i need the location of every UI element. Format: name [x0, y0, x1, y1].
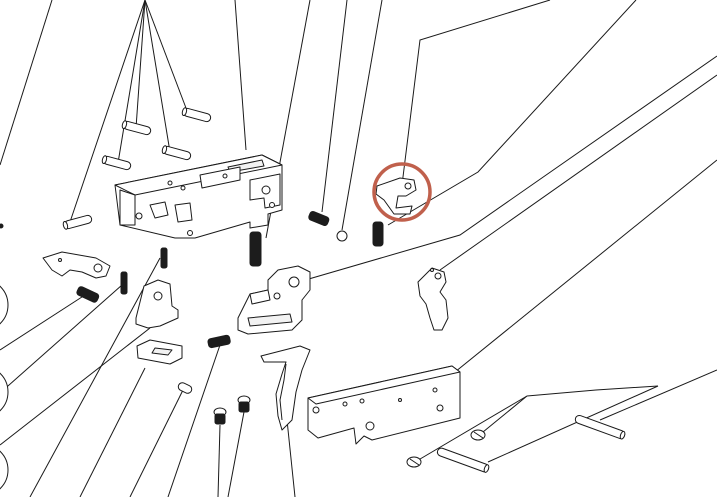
- trigger-bar: [417, 267, 449, 331]
- callout-line: [401, 0, 551, 186]
- callout-line: [341, 0, 383, 231]
- pin: [121, 120, 152, 136]
- disconnector: [42, 251, 111, 279]
- side-plate: [307, 365, 461, 445]
- highlight-ring: [372, 162, 432, 222]
- callout-line: [217, 424, 221, 497]
- trigger: [260, 345, 311, 431]
- screw: [213, 407, 227, 425]
- spring-thin-b: [120, 271, 128, 295]
- callout-line: [294, 55, 717, 284]
- pin: [62, 214, 93, 230]
- callout-line: [0, 327, 151, 446]
- pin: [161, 145, 192, 161]
- spring-left: [76, 286, 100, 303]
- detent-ball: [336, 230, 348, 242]
- spring-top-center: [308, 210, 330, 226]
- callout-line: [0, 294, 86, 351]
- callout-line: [144, 0, 187, 109]
- spring-thin-a: [160, 247, 168, 269]
- spring-lower-center: [207, 334, 231, 349]
- callout-line: [135, 0, 146, 129]
- pin: [101, 155, 132, 171]
- long-pin: [574, 414, 626, 440]
- callout-line: [321, 0, 348, 213]
- callout-line: [439, 74, 717, 271]
- trigger-housing-body: [114, 154, 283, 239]
- trigger-sear-lever: [375, 177, 417, 215]
- callout-line: [0, 0, 53, 166]
- small-pin: [177, 382, 193, 394]
- pin: [181, 107, 212, 123]
- callout-line: [286, 419, 296, 497]
- long-pin: [436, 447, 490, 473]
- callout-line: [79, 367, 146, 497]
- hammer-block: [237, 265, 311, 335]
- callout-line: [482, 395, 528, 433]
- spring-right-small: [372, 221, 384, 247]
- callout-line: [599, 369, 717, 421]
- callout-line: [117, 0, 146, 164]
- callout-line: [0, 284, 123, 394]
- callout-line: [414, 395, 528, 463]
- callout-line: [234, 0, 247, 151]
- screw: [406, 456, 422, 468]
- callout-line: [69, 0, 146, 223]
- spring-large-center: [249, 231, 262, 267]
- callout-line: [144, 0, 171, 153]
- callout-line: [454, 159, 717, 373]
- retaining-clip: [136, 339, 183, 365]
- callout-line: [387, 0, 637, 226]
- callout-line: [227, 411, 245, 497]
- left-edge-callout-circles: [0, 223, 9, 490]
- callout-line: [167, 344, 221, 497]
- sear-block: [135, 279, 179, 329]
- screw: [470, 429, 486, 441]
- callout-line: [129, 389, 184, 497]
- callout-line: [487, 385, 659, 463]
- callout-line: [29, 257, 161, 497]
- callout-line: [526, 385, 659, 397]
- screw: [237, 395, 251, 413]
